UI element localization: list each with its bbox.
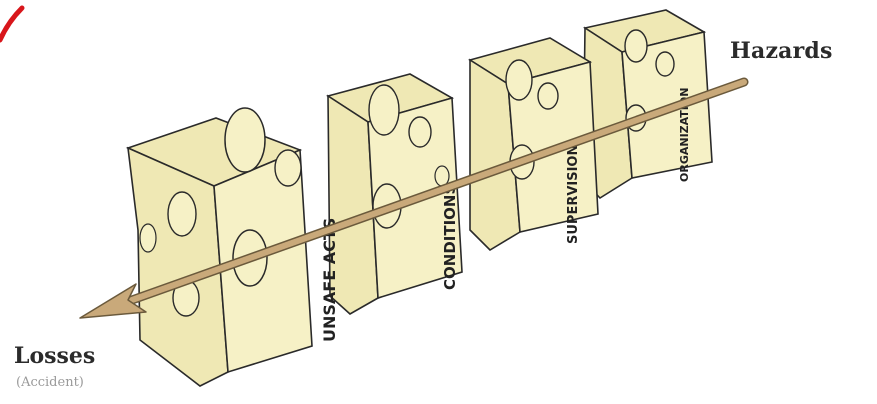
slice-unsafe-acts: UNSAFE ACTS: [128, 108, 339, 386]
slice-label-conditions: CONDITIONS: [441, 184, 459, 290]
losses-label: Losses: [14, 343, 95, 369]
corner-mark: [0, 8, 22, 40]
accident-label: (Accident): [16, 375, 84, 390]
slice-label-supervision: SUPERVISION: [566, 145, 581, 244]
hazards-label: Hazards: [730, 38, 833, 64]
